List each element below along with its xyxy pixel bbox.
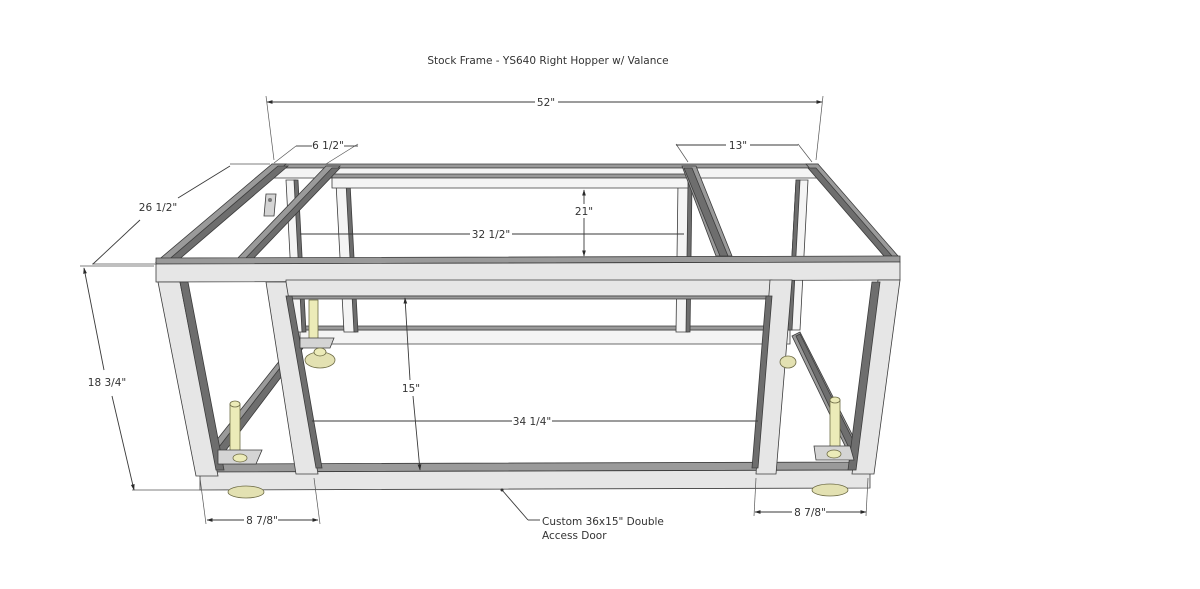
diagram-title: Stock Frame - YS640 Right Hopper w/ Vala…: [427, 55, 668, 67]
dim-door-width: 34 1/4": [513, 416, 551, 428]
dim-left-section: 6 1/2": [312, 140, 344, 152]
leveling-feet: [217, 299, 855, 499]
dim-right-section: 13": [729, 140, 747, 152]
dim-depth: 26 1/2": [139, 202, 177, 214]
steel-frame: [154, 163, 901, 491]
dimension-annotations: 52" 6 1/2" 13" 26 1/2" 32 1/2" 21" 18 3/: [80, 95, 869, 542]
dim-right-leg-offset: 8 7/8": [794, 507, 826, 519]
dim-door-height: 15": [402, 383, 420, 395]
door-callout-line1: Custom 36x15" Double: [542, 516, 664, 528]
dim-inner-length: 32 1/2": [472, 229, 510, 241]
dim-overall-length: 52": [537, 97, 555, 109]
door-callout-line2: Access Door: [542, 530, 607, 542]
dim-inner-height: 21": [575, 206, 593, 218]
dim-left-leg-offset: 8 7/8": [246, 515, 278, 527]
dim-overall-height: 18 3/4": [88, 377, 126, 389]
